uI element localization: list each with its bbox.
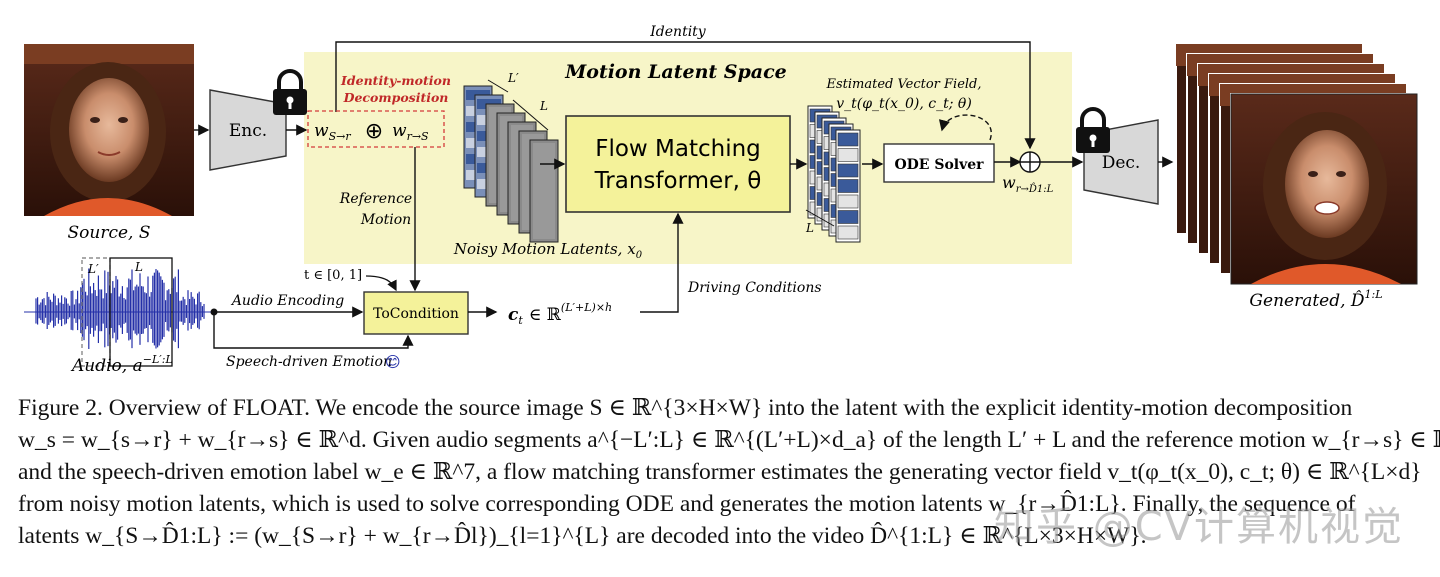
svg-text:Generated, D̂1:L: Generated, D̂1:L [1249,288,1382,311]
generated-label: Generated, D̂ [1249,291,1364,311]
svg-text:wr→S: wr→S [392,121,429,143]
audio-waveform [35,268,205,349]
caption-line-4: from noisy motion latents, which is used… [18,491,1356,517]
noisy-latents-sub: 0 [636,250,643,261]
vf-cell [837,132,859,147]
audio-window-Lprime [81,257,111,367]
latent-noise [533,143,555,239]
estimated-vector-field [807,105,861,243]
vf-cell [837,225,859,240]
decomp-title-2: Decomposition [343,90,449,105]
w-s-r: w [314,121,329,141]
t-range-label: t ∈ [0, 1] [304,268,362,283]
est-vf-label-1: Estimated Vector Field, [825,77,981,92]
L-vf-bracket [805,209,835,227]
vf-cell [837,179,859,193]
encoder-label: Enc. [229,121,267,141]
L-noisy: L [539,99,548,113]
to-condition-box [363,291,469,335]
decoder-label: Dec. [1102,153,1141,173]
caption-line-1: Figure 2. Overview of FLOAT. We encode t… [18,395,1353,421]
watermark: 知乎 @CV计算机视觉 [993,504,1404,550]
caption-line-3: and the speech-driven emotion label w_e … [18,459,1422,485]
ode-solver-box [883,143,995,183]
audio-label: Audio, a [70,356,143,376]
t-range-arrow [365,275,397,292]
est-vf-label-2: v_t(φ_t(x_0), c_t; θ) [836,96,972,112]
ct-sup: (L′+L)×h [561,301,612,314]
vf-cell [837,210,859,224]
reference-motion-label-2: Motion [360,212,411,228]
L-bracket [512,99,549,131]
source-label: Source, S [68,223,151,243]
driving-conditions-label: Driving Conditions [687,280,822,296]
motion-latent-space-title: Motion Latent Space [564,61,787,83]
eye-left [1308,171,1318,177]
ct-label: c [508,305,519,325]
ct-rest: ∈ ℝ [529,305,562,325]
audio-sup: −L′:L [143,353,173,366]
w-r-D: w [1002,173,1016,192]
face [1285,130,1369,238]
flow-matching-box [565,115,791,213]
svg-text:wS→r: wS→r [314,121,351,143]
reference-motion-label-1: Reference [339,191,412,207]
caption-line-5: latents w_{S→D̂1:L} := (w_{S→r} + w_{r→D… [18,523,1147,549]
lock-icon [1076,107,1110,153]
driving-conditions-arrow [640,212,684,313]
ode-solver-label: ODE Solver [894,157,984,173]
source-image [24,44,194,216]
generated-frames [1175,43,1418,285]
w-r-D-sub: r→D̂1:L [1016,183,1054,195]
vf-cell [837,194,859,209]
svg-text:Audio, a−L′:L: Audio, a−L′:L [70,353,173,376]
speech-emotion-label: Speech-driven Emotion [226,354,392,370]
audio-encoding-label: Audio Encoding [230,293,344,309]
ct-sub: t [518,314,523,327]
eye-right [1336,171,1346,177]
audio-Lprime-label: L′ [87,262,99,276]
w-r-s: w [392,121,407,141]
L-vf: L [805,221,814,235]
svg-text:ct∈ ℝ(L′+L)×h: ct ∈ ℝ(L′+L)×h [508,301,612,327]
speech-emotion-arrow [213,312,414,349]
smile [1314,201,1340,215]
decomp-box [307,110,445,148]
decomp-title-1: Identity-motion [340,73,451,88]
w-r-s-sub: r→S [407,130,429,143]
lock-icon [273,69,307,115]
to-condition-label: ToCondition [373,306,459,322]
flow-matching-label-1: Flow Matching [595,136,761,162]
vf-cell [837,163,859,178]
L-prime-noisy: L′ [507,71,519,85]
audio-L-label: L [134,260,143,274]
shirt [1251,264,1401,284]
w-s-r-sub: S→r [329,130,352,143]
generated-sup: 1:L [1365,288,1383,301]
caption-line-2: w_s = w_{s→r} + w_{r→s} ∈ ℝ^d. Given aud… [18,427,1440,453]
encoder-block [209,89,287,171]
flow-matching-label-2: Transformer, θ [594,168,762,194]
audio-window-L [109,257,173,367]
figure-caption: Figure 2. Overview of FLOAT. We encode t… [18,392,1440,552]
emoji-icon: 😊 [385,353,401,371]
identity-arrow [335,41,1036,150]
vf-cell [837,148,859,162]
Lprime-bracket [487,79,509,93]
noisy-latents-label: Noisy Motion Latents, x [453,240,636,258]
identity-label: Identity [649,24,707,40]
svg-text:wr→D̂1:L: wr→D̂1:L [1002,173,1054,195]
noisy-motion-latents [463,85,559,243]
svg-text:Noisy Motion Latents, x0: Noisy Motion Latents, x0 [453,240,643,261]
oplus-symbol: ⊕ [365,119,383,144]
figure-diagram: Motion Latent Space Identity Source, S E… [24,24,1418,376]
ode-loop-arrow [938,114,992,141]
